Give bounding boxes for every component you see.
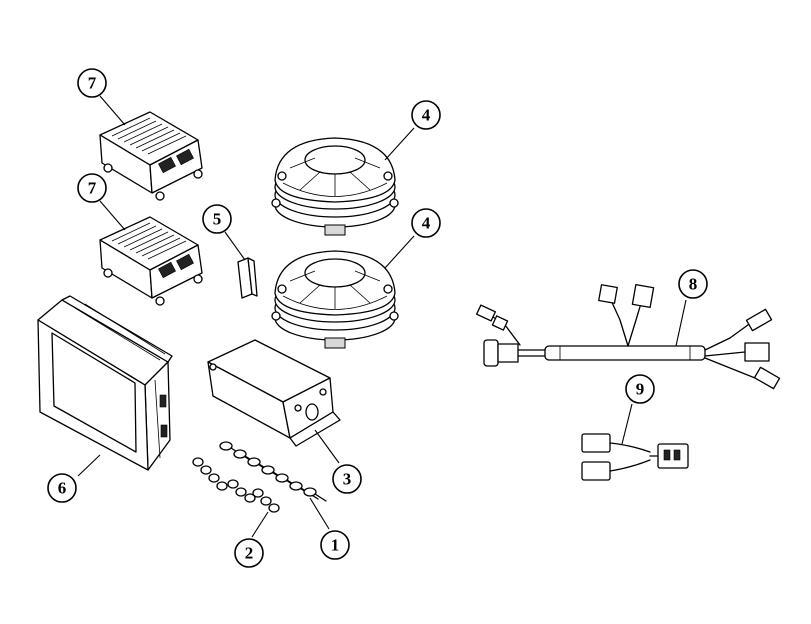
callout-1: 1 — [320, 530, 350, 560]
display-monitor — [37, 295, 173, 471]
junction-box — [207, 339, 341, 447]
callout-label: 8 — [689, 275, 698, 294]
callout-label: 2 — [245, 544, 254, 563]
wiring-harness — [475, 283, 781, 390]
callout-label: 9 — [636, 380, 645, 399]
callout-label: 6 — [58, 479, 67, 498]
callout-9: 9 — [625, 374, 655, 404]
callout-label: 7 — [88, 74, 97, 93]
callout-7-upper: 7 — [77, 68, 107, 98]
callout-4-upper: 4 — [411, 100, 441, 130]
callout-label: 7 — [88, 179, 97, 198]
callout-4-lower: 4 — [411, 208, 441, 238]
callout-label: 4 — [422, 214, 431, 233]
callout-label: 5 — [213, 210, 222, 229]
callout-2: 2 — [234, 538, 264, 568]
control-module-lower — [99, 216, 203, 306]
callout-label: 3 — [343, 470, 352, 489]
small-plug — [237, 257, 258, 299]
callout-3: 3 — [332, 464, 362, 494]
callout-8: 8 — [678, 269, 708, 299]
round-receiver-lower — [271, 250, 399, 349]
bolt-set — [219, 441, 327, 502]
callout-label: 1 — [331, 536, 340, 555]
callout-label: 4 — [422, 106, 431, 125]
callout-5: 5 — [202, 204, 232, 234]
leader-lines — [77, 95, 687, 538]
callout-7-lower: 7 — [77, 173, 107, 203]
nut-set — [192, 457, 280, 513]
control-module-upper — [99, 111, 203, 201]
callout-6: 6 — [47, 473, 77, 503]
round-receiver-upper — [271, 137, 399, 236]
adapter-harness — [581, 433, 689, 481]
